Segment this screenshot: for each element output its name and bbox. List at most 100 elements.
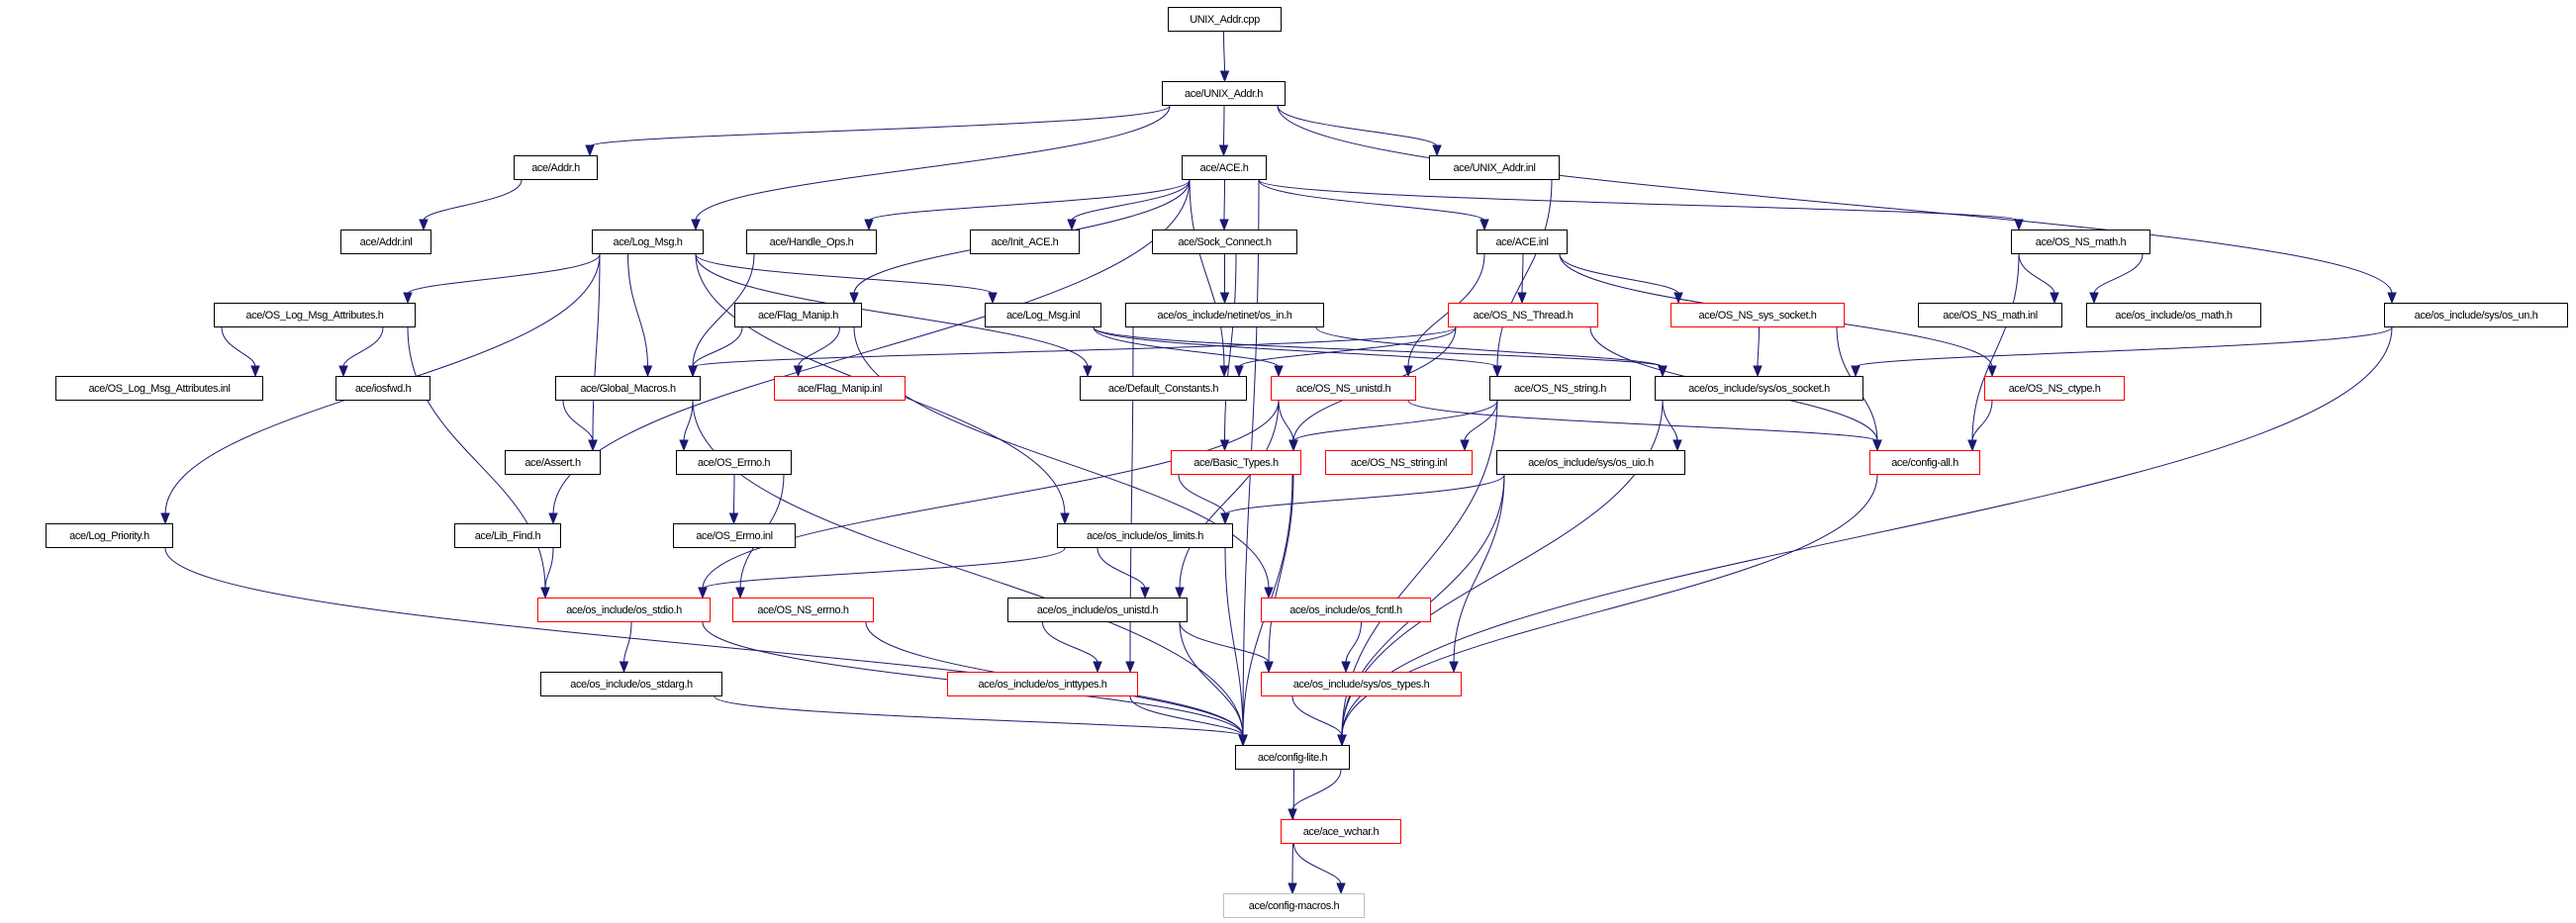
node-flag-manip-inl[interactable]: ace/Flag_Manip.inl xyxy=(774,376,906,401)
node-unix-addr-cpp[interactable]: UNIX_Addr.cpp xyxy=(1168,7,1282,32)
node-os-limits-h[interactable]: ace/os_include/os_limits.h xyxy=(1057,523,1233,548)
node-sock-connect-h[interactable]: ace/Sock_Connect.h xyxy=(1152,230,1297,254)
node-flag-manip-h[interactable]: ace/Flag_Manip.h xyxy=(734,303,862,327)
edge-arrowhead xyxy=(1492,365,1502,378)
edge-arrowhead xyxy=(2050,292,2059,305)
node-os-errno-inl[interactable]: ace/OS_Errno.inl xyxy=(673,523,796,548)
node-log-msg-h[interactable]: ace/Log_Msg.h xyxy=(592,230,704,254)
edge xyxy=(1407,253,1485,368)
edge xyxy=(1042,621,1098,664)
node-os-math-h[interactable]: ace/os_include/os_math.h xyxy=(2086,303,2261,327)
edge xyxy=(1559,253,1679,295)
node-os-log-msg-attributes-inl[interactable]: ace/OS_Log_Msg_Attributes.inl xyxy=(55,376,263,401)
edge xyxy=(407,253,601,295)
node-os-log-msg-attributes-h[interactable]: ace/OS_Log_Msg_Attributes.h xyxy=(214,303,416,327)
edge-arrowhead xyxy=(679,439,689,452)
edge-arrowhead xyxy=(1672,439,1682,452)
edge xyxy=(1464,400,1498,442)
edge-arrowhead xyxy=(2089,292,2099,305)
edge-arrowhead xyxy=(160,512,170,525)
edge-arrowhead xyxy=(585,144,595,157)
node-netinet-os-in-h[interactable]: ace/os_include/netinet/os_in.h xyxy=(1125,303,1324,327)
edge-arrowhead xyxy=(642,365,653,378)
edge xyxy=(1179,400,1280,590)
node-os-stdio-h[interactable]: ace/os_include/os_stdio.h xyxy=(537,598,711,622)
edge-arrowhead xyxy=(1060,512,1070,525)
edge xyxy=(1971,400,1993,442)
edge-arrowhead xyxy=(988,292,998,305)
node-basic-types-h[interactable]: ace/Basic_Types.h xyxy=(1171,450,1301,475)
edge-arrowhead xyxy=(1673,292,1683,305)
edge xyxy=(1293,843,1342,885)
edge xyxy=(1292,400,1498,442)
edge-arrowhead xyxy=(1175,587,1185,600)
node-lib-find-h[interactable]: ace/Lib_Find.h xyxy=(454,523,561,548)
node-sys-os-uio-h[interactable]: ace/os_include/sys/os_uio.h xyxy=(1496,450,1685,475)
edge xyxy=(702,400,1280,590)
node-ace-h[interactable]: ace/ACE.h xyxy=(1182,155,1267,180)
node-log-priority-h[interactable]: ace/Log_Priority.h xyxy=(46,523,173,548)
node-os-ns-math-inl[interactable]: ace/OS_NS_math.inl xyxy=(1918,303,2062,327)
edge xyxy=(1496,179,1553,368)
edge-arrowhead xyxy=(1219,292,1230,305)
node-os-ns-string-inl[interactable]: ace/OS_NS_string.inl xyxy=(1325,450,1473,475)
node-config-all-h[interactable]: ace/config-all.h xyxy=(1869,450,1980,475)
edge xyxy=(627,253,648,368)
node-log-msg-inl[interactable]: ace/Log_Msg.inl xyxy=(985,303,1101,327)
edge xyxy=(1224,547,1244,737)
edge xyxy=(798,326,840,368)
edge xyxy=(562,400,594,442)
edge xyxy=(2093,253,2144,295)
edge xyxy=(1093,326,1664,368)
node-os-stdarg-h[interactable]: ace/os_include/os_stdarg.h xyxy=(540,672,722,696)
node-os-ns-ctype-h[interactable]: ace/OS_NS_ctype.h xyxy=(1984,376,2125,401)
edge-arrowhead xyxy=(1234,365,1244,378)
node-sys-os-types-h[interactable]: ace/os_include/sys/os_types.h xyxy=(1261,672,1462,696)
edge-arrowhead xyxy=(540,587,550,600)
node-iosfwd-h[interactable]: ace/iosfwd.h xyxy=(335,376,430,401)
edge-arrowhead xyxy=(1083,365,1093,378)
node-global-macros-h[interactable]: ace/Global_Macros.h xyxy=(555,376,701,401)
node-addr-inl[interactable]: ace/Addr.inl xyxy=(340,230,431,254)
node-sys-os-un-h[interactable]: ace/os_include/sys/os_un.h xyxy=(2384,303,2568,327)
edge xyxy=(423,179,523,222)
node-unix-addr-h[interactable]: ace/UNIX_Addr.h xyxy=(1162,81,1286,106)
edge-arrowhead xyxy=(1753,365,1763,378)
node-ace-inl[interactable]: ace/ACE.inl xyxy=(1477,230,1568,254)
node-ace-wchar-h[interactable]: ace/ace_wchar.h xyxy=(1281,819,1401,844)
node-os-fcntl-h[interactable]: ace/os_include/os_fcntl.h xyxy=(1261,598,1431,622)
edge xyxy=(2018,253,2055,295)
node-os-ns-string-h[interactable]: ace/OS_NS_string.h xyxy=(1489,376,1631,401)
node-assert-h[interactable]: ace/Assert.h xyxy=(505,450,601,475)
node-os-inttypes-h[interactable]: ace/os_include/os_inttypes.h xyxy=(947,672,1138,696)
node-os-errno-h[interactable]: ace/OS_Errno.h xyxy=(676,450,792,475)
node-config-macros-h[interactable]: ace/config-macros.h xyxy=(1223,893,1365,918)
node-addr-h[interactable]: ace/Addr.h xyxy=(514,155,598,180)
node-os-ns-unistd-h[interactable]: ace/OS_NS_unistd.h xyxy=(1271,376,1416,401)
edge xyxy=(714,695,1244,737)
edge-arrowhead xyxy=(588,439,598,452)
node-os-unistd-h[interactable]: ace/os_include/os_unistd.h xyxy=(1007,598,1188,622)
node-os-ns-thread-h[interactable]: ace/OS_NS_Thread.h xyxy=(1448,303,1598,327)
node-default-constants-h[interactable]: ace/Default_Constants.h xyxy=(1080,376,1247,401)
edge-arrowhead xyxy=(1967,439,1977,452)
node-os-ns-sys-socket-h[interactable]: ace/OS_NS_sys_socket.h xyxy=(1670,303,1845,327)
node-os-ns-math-h[interactable]: ace/OS_NS_math.h xyxy=(2011,230,2150,254)
edge xyxy=(1258,179,2020,222)
edge xyxy=(544,547,554,590)
edge-arrowhead xyxy=(1288,882,1297,895)
edge xyxy=(1189,179,1225,368)
node-init-ace-h[interactable]: ace/Init_ACE.h xyxy=(970,230,1080,254)
edge xyxy=(1179,621,1244,737)
edge-arrowhead xyxy=(1218,144,1229,157)
edge xyxy=(1341,326,2393,737)
node-unix-addr-inl[interactable]: ace/UNIX_Addr.inl xyxy=(1429,155,1560,180)
edge xyxy=(1093,326,1280,368)
edge xyxy=(1223,105,1225,147)
node-handle-ops-h[interactable]: ace/Handle_Ops.h xyxy=(746,230,877,254)
node-config-lite-h[interactable]: ace/config-lite.h xyxy=(1235,745,1350,770)
node-sys-os-socket-h[interactable]: ace/os_include/sys/os_socket.h xyxy=(1655,376,1863,401)
edge xyxy=(1521,253,1524,295)
node-os-ns-errno-h[interactable]: ace/OS_NS_errno.h xyxy=(732,598,874,622)
